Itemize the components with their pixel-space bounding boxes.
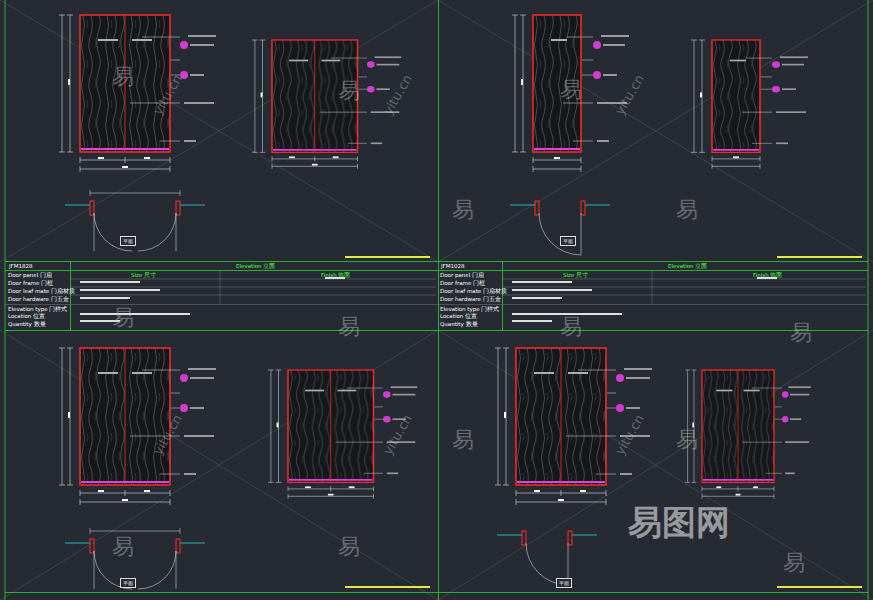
table-row-label: Door frame 门框 — [8, 280, 53, 287]
watermark-url: yitu.cn — [612, 412, 647, 458]
watermark-url: yitu.cn — [150, 412, 185, 458]
watermark: 易 — [112, 303, 134, 333]
cell-text: Size 尺寸 — [563, 272, 588, 279]
door-code: JFM1828 — [8, 263, 34, 269]
watermark: 易 — [112, 62, 134, 92]
plan-label: 平面 — [120, 236, 136, 246]
table-row-label: Door panel 门扇 — [440, 272, 484, 279]
table-row-label: Quantity 数量 — [8, 321, 46, 328]
cell-text: Elevation 立面 — [236, 263, 275, 270]
watermark: 易 — [452, 425, 474, 455]
cell-text: Elevation 立面 — [668, 263, 707, 270]
watermark-url: yitu.cn — [150, 72, 185, 118]
watermark: 易 — [338, 76, 360, 106]
plan-label: 平面 — [560, 236, 576, 246]
cell-text: Finish 饰面 — [321, 272, 350, 279]
table-row-label: Door leaf mate 门扇材质 — [8, 288, 75, 295]
watermark: 易 — [783, 548, 805, 578]
cell-text: 平面 — [559, 580, 569, 586]
table-row-label: Location 位置 — [440, 313, 477, 320]
cell-text: 平面 — [563, 238, 573, 244]
watermark: 易 — [452, 195, 474, 225]
table-row-label: Door hardware 门五金 — [440, 296, 501, 303]
plan-label: 平面 — [120, 578, 136, 588]
watermark: 易 — [560, 75, 582, 105]
plan-label: 平面 — [556, 578, 572, 588]
table-row-label: Quantity 数量 — [440, 321, 478, 328]
cell-text: 平面 — [123, 238, 133, 244]
watermark: 易 — [790, 318, 812, 348]
table-row-label: Location 位置 — [8, 313, 45, 320]
cell-text: JFM1028 — [441, 263, 465, 269]
table-row-label: Elevation type 门样式 — [440, 306, 499, 313]
table-row-label: Door hardware 门五金 — [8, 296, 69, 303]
watermark: 易 — [112, 532, 134, 562]
watermark: 易 — [676, 195, 698, 225]
table-heading: Size 尺寸 — [562, 272, 589, 279]
watermark-url: yitu.cn — [380, 412, 415, 458]
watermark-url: yitu.cn — [612, 72, 647, 118]
cell-text: 平面 — [123, 580, 133, 586]
watermark-url: yitu.cn — [380, 72, 415, 118]
cell-text: Finish 饰面 — [753, 272, 782, 279]
watermark-logo: 易图网 — [628, 500, 730, 546]
table-row-label: Door panel 门扇 — [8, 272, 52, 279]
table-heading: Elevation 立面 — [667, 263, 708, 270]
table-row-label: Elevation type 门样式 — [8, 306, 67, 313]
cell-text: Size 尺寸 — [131, 272, 156, 279]
watermark: 易 — [338, 312, 360, 342]
table-heading: Size 尺寸 — [130, 272, 157, 279]
table-heading: Elevation 立面 — [235, 263, 276, 270]
table-heading: Finish 饰面 — [320, 272, 351, 279]
table-row-label: Door leaf mate 门扇材质 — [440, 288, 507, 295]
table-row-label: Door frame 门框 — [440, 280, 485, 287]
door-code: JFM1028 — [440, 263, 466, 269]
watermark: 易 — [338, 532, 360, 562]
watermark: 易 — [676, 425, 698, 455]
table-heading: Finish 饰面 — [752, 272, 783, 279]
cell-text: JFM1828 — [9, 263, 33, 269]
watermark: 易 — [560, 312, 582, 342]
